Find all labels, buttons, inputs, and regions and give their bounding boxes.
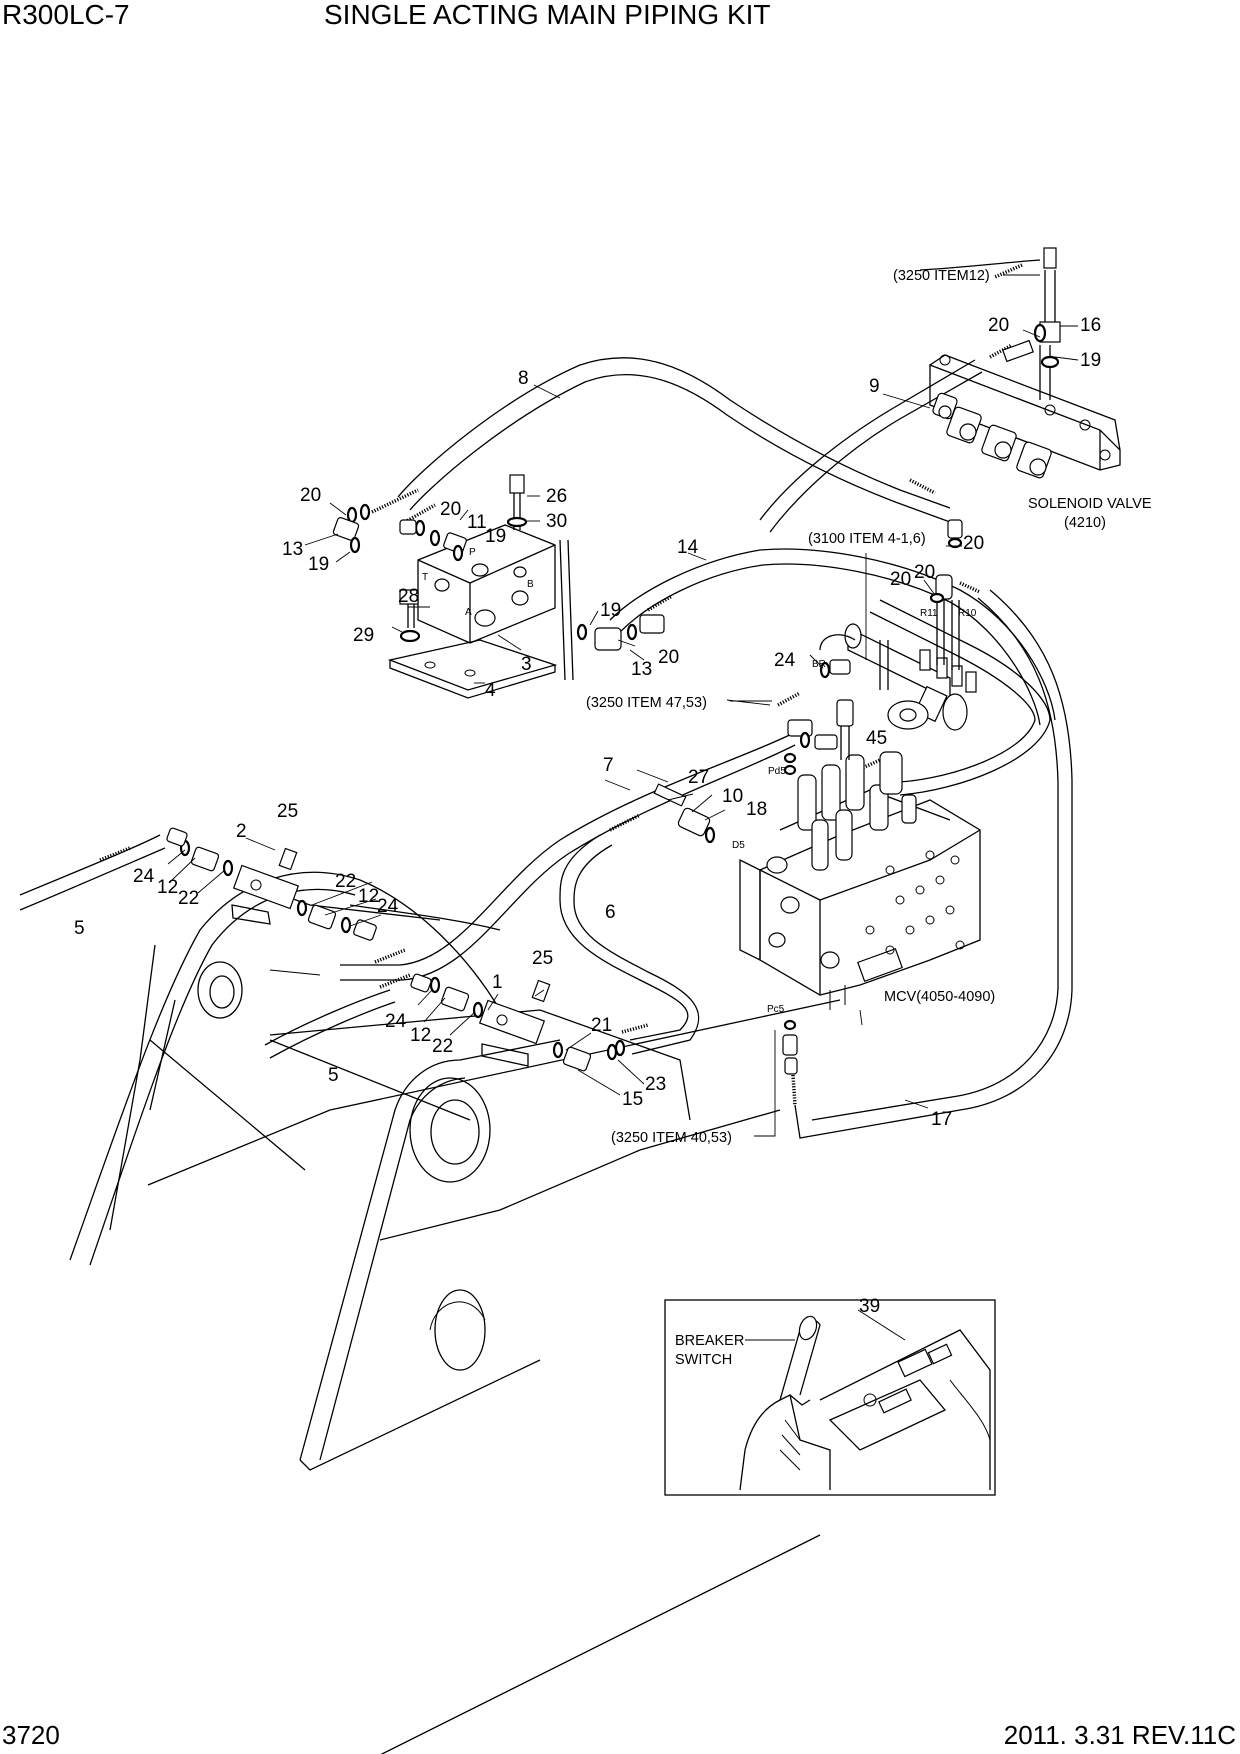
port-pc5: Pc5 [767, 1004, 785, 1015]
mcv-label: MCV(4050-4090) [884, 989, 995, 1005]
page-number: 3720 [2, 1720, 60, 1750]
part-label: 24 [377, 896, 399, 917]
part-label: 39 [859, 1296, 880, 1317]
part-label: 20 [890, 569, 911, 590]
part-label: 7 [603, 755, 614, 776]
reference-labels: (3250 ITEM12) SOLENOID VALVE (4210) (310… [586, 268, 1152, 1368]
revision-date: 2011. 3.31 REV.11C [1003, 1720, 1236, 1750]
switch-label: SWITCH [675, 1352, 732, 1368]
part-label: 21 [591, 1015, 612, 1036]
part-label: 6 [605, 902, 616, 923]
port-a: A [465, 607, 472, 618]
port-r10: R10 [958, 608, 977, 619]
part-label: 22 [178, 888, 199, 909]
part-label: 20 [440, 499, 461, 520]
return-manifold [819, 574, 977, 760]
part-label: 10 [722, 786, 743, 807]
part-label: 5 [74, 918, 85, 939]
part-label: 17 [931, 1109, 952, 1130]
part-label: 13 [631, 659, 652, 680]
port-br: BR [812, 659, 826, 670]
piping [19, 357, 1073, 1139]
part-label: 24 [385, 1011, 407, 1032]
part-label: 2 [236, 821, 247, 842]
part-label: 24 [774, 650, 796, 671]
part-label: 8 [518, 368, 529, 389]
part-label: 9 [869, 376, 880, 397]
part-label: 19 [1080, 350, 1101, 371]
port-p: P [469, 547, 476, 558]
part-label: 20 [658, 647, 679, 668]
model-number: R300LC-7 [2, 0, 130, 30]
ref-3250-item12: (3250 ITEM12) [893, 268, 990, 284]
part-label: 5 [328, 1065, 339, 1086]
part-label: 20 [963, 533, 984, 554]
part-label: 1 [492, 972, 503, 993]
part-label: 15 [622, 1089, 643, 1110]
part-label: 25 [277, 801, 298, 822]
part-label: 26 [546, 486, 567, 507]
ref-3100-item: (3100 ITEM 4-1,6) [808, 531, 926, 547]
part-label: 16 [1080, 315, 1101, 336]
part-label: 45 [866, 728, 887, 749]
part-label: 14 [677, 537, 699, 558]
part-label: 11 [467, 512, 487, 533]
part-label: 20 [988, 315, 1009, 336]
port-t: T [422, 572, 428, 583]
port-pd5: Pd5 [768, 766, 786, 777]
part-label: 3 [521, 654, 532, 675]
port-b: B [527, 579, 534, 590]
part-label: 22 [432, 1036, 453, 1057]
part-label: 12 [157, 877, 178, 898]
hoses [99, 263, 1023, 1106]
part-label: 13 [282, 539, 303, 560]
port-d5: D5 [732, 840, 745, 851]
part-label: 19 [485, 526, 506, 547]
part-callouts-list: 1 2 3 4 5 5 6 7 8 9 10 11 12 12 12 13 13… [74, 315, 1101, 1317]
part-label: 12 [358, 886, 379, 907]
part-label: 12 [410, 1025, 431, 1046]
part-label: 20 [300, 485, 321, 506]
part-label: 29 [353, 625, 374, 646]
part-label: 20 [914, 562, 935, 583]
leader-lines [167, 274, 1079, 1341]
part-label: 28 [398, 586, 419, 607]
ref-3250-item47: (3250 ITEM 47,53) [586, 695, 707, 711]
breaker-label: BREAKER [675, 1333, 744, 1349]
part-label: 23 [645, 1074, 666, 1095]
solenoid-valve-number: (4210) [1064, 515, 1106, 531]
part-label: 27 [688, 767, 709, 788]
port-r11: R11 [920, 608, 938, 619]
part-label: 19 [600, 600, 621, 621]
part-label: 25 [532, 948, 553, 969]
part-label: 19 [308, 554, 329, 575]
part-label: 18 [746, 799, 767, 820]
part-label: 30 [546, 511, 567, 532]
main-control-valve [739, 751, 981, 1010]
part-label: 4 [485, 680, 496, 701]
solenoid-valve-label: SOLENOID VALVE [1028, 496, 1152, 512]
selector-block [387, 474, 558, 699]
ref-3250-item40: (3250 ITEM 40,53) [611, 1130, 732, 1146]
part-label: 24 [133, 866, 155, 887]
solenoid-valve [919, 247, 1121, 479]
page-title: SINGLE ACTING MAIN PIPING KIT [324, 0, 771, 30]
port-labels: Pd5 D5 Pc5 BR R11 R10 P T A B [422, 547, 977, 1015]
boom-structure [69, 871, 841, 1754]
breaker-switch-inset [664, 1299, 996, 1496]
fittings [166, 503, 963, 1075]
part-label: 22 [335, 871, 356, 892]
